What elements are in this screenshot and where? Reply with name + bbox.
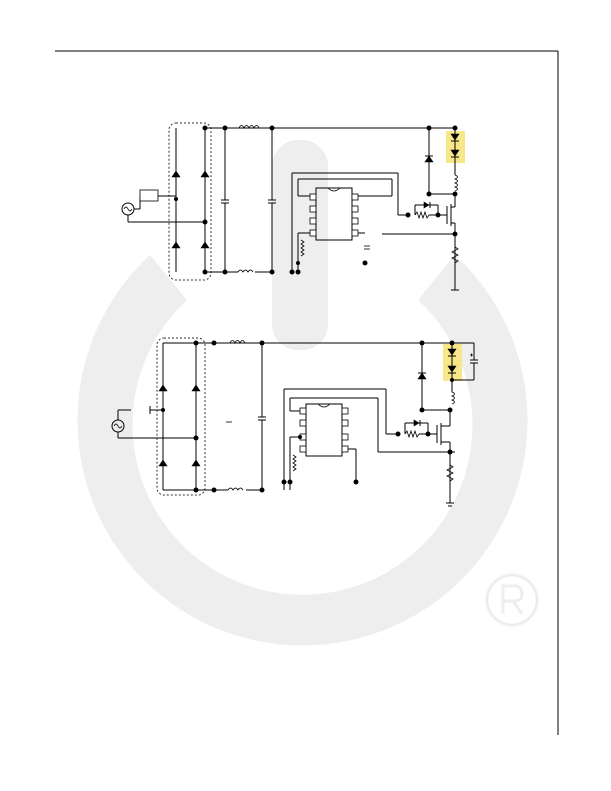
schematic-top — [121, 122, 465, 291]
output-capacitor-bottom — [452, 342, 478, 381]
bridge-rectifier-top — [171, 128, 210, 272]
registered-mark-icon — [485, 573, 539, 627]
sense-resistor-bottom — [446, 464, 454, 482]
gate-resistor-bottom — [404, 429, 420, 439]
bias-resistor-top — [300, 239, 305, 257]
gate-diode-bottom — [413, 419, 420, 427]
gate-resistor-top — [414, 210, 430, 220]
gate-diode-top — [423, 201, 430, 209]
input-capacitor-top — [221, 128, 229, 272]
bias-resistor-bottom — [292, 454, 297, 472]
sense-resistor-top — [451, 246, 459, 264]
mosfet-bottom — [436, 410, 451, 503]
freewheel-diode-bottom — [417, 343, 452, 411]
output-inductor-top — [453, 174, 458, 192]
led-string-bottom — [447, 343, 457, 392]
ground-choke-bottom — [227, 487, 244, 491]
ground-choke-top — [237, 269, 254, 273]
controller-ic-bottom — [299, 403, 349, 457]
bulk-capacitor-bottom — [258, 343, 266, 490]
schematic-bottom — [111, 337, 478, 507]
power-symbol-icon — [77, 140, 528, 646]
bulk-capacitor-top — [268, 128, 276, 272]
input-inductor-bottom — [229, 340, 246, 344]
rectifier-box-bottom — [156, 337, 206, 496]
fuse-top — [139, 189, 159, 202]
controller-ic-top — [309, 187, 359, 241]
input-inductor-top — [238, 125, 260, 129]
output-inductor-bottom — [450, 391, 455, 405]
rectifier-box-top — [168, 122, 212, 281]
ac-source-bottom — [111, 406, 196, 439]
freewheel-diode-top — [424, 128, 455, 195]
led-string-top — [450, 128, 460, 175]
ac-source-top — [121, 195, 205, 223]
bridge-rectifier-bottom — [158, 342, 201, 491]
